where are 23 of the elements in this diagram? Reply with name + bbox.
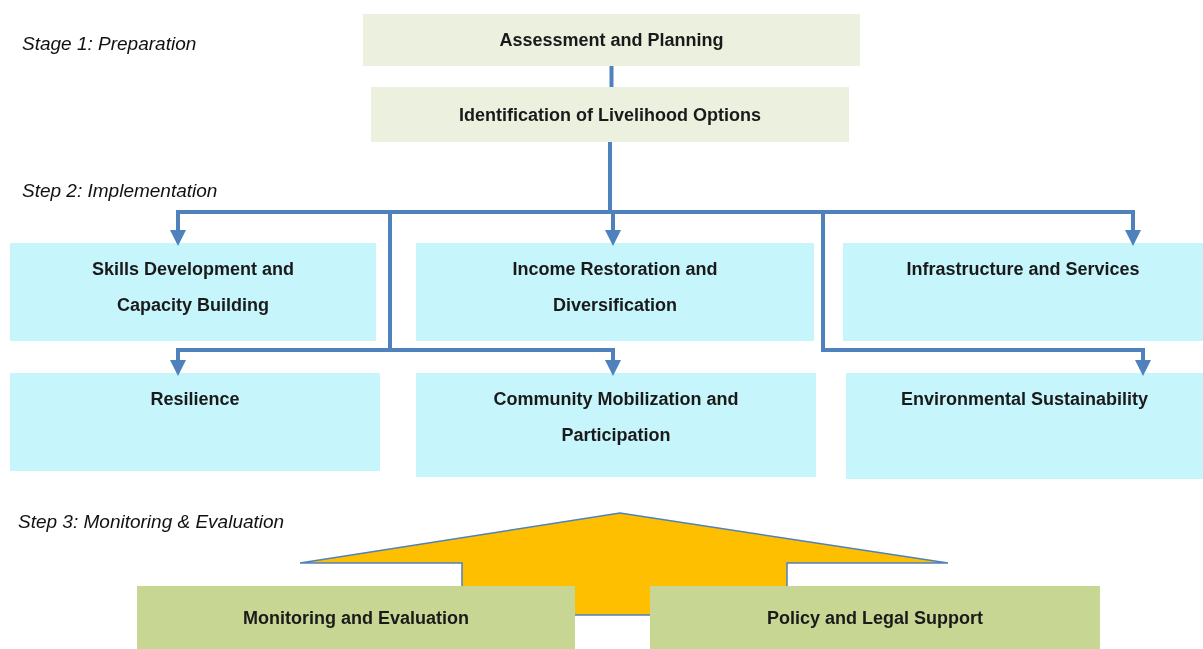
process-box <box>137 586 575 649</box>
process-box <box>416 373 816 477</box>
process-box <box>363 14 860 66</box>
box-text: Community Mobilization and Participation <box>492 388 740 447</box>
box-text: Identification of Livelihood Options <box>459 103 761 127</box>
stage-label: Stage 1: Preparation <box>22 33 197 55</box>
stage-label: Step 3: Monitoring & Evaluation <box>18 511 285 533</box>
box-text: Income Restoration and Diversification <box>511 258 719 317</box>
box-text: Infrastructure and Services <box>906 258 1140 281</box>
box-text: Policy and Legal Support <box>767 606 983 630</box>
process-box <box>843 243 1203 341</box>
box-text: Resilience <box>150 388 240 411</box>
process-box <box>416 243 814 341</box>
process-box <box>10 373 380 471</box>
process-box <box>371 87 849 142</box>
process-box <box>10 243 376 341</box>
box-text: Environmental Sustainability <box>900 388 1149 411</box>
box-text: Monitoring and Evaluation <box>243 606 469 630</box>
process-box <box>846 373 1203 479</box>
stage-label: Step 2: Implementation <box>22 180 218 202</box>
process-box <box>650 586 1100 649</box>
box-text: Skills Development and Capacity Building <box>90 258 296 317</box>
box-text: Assessment and Planning <box>499 29 724 52</box>
